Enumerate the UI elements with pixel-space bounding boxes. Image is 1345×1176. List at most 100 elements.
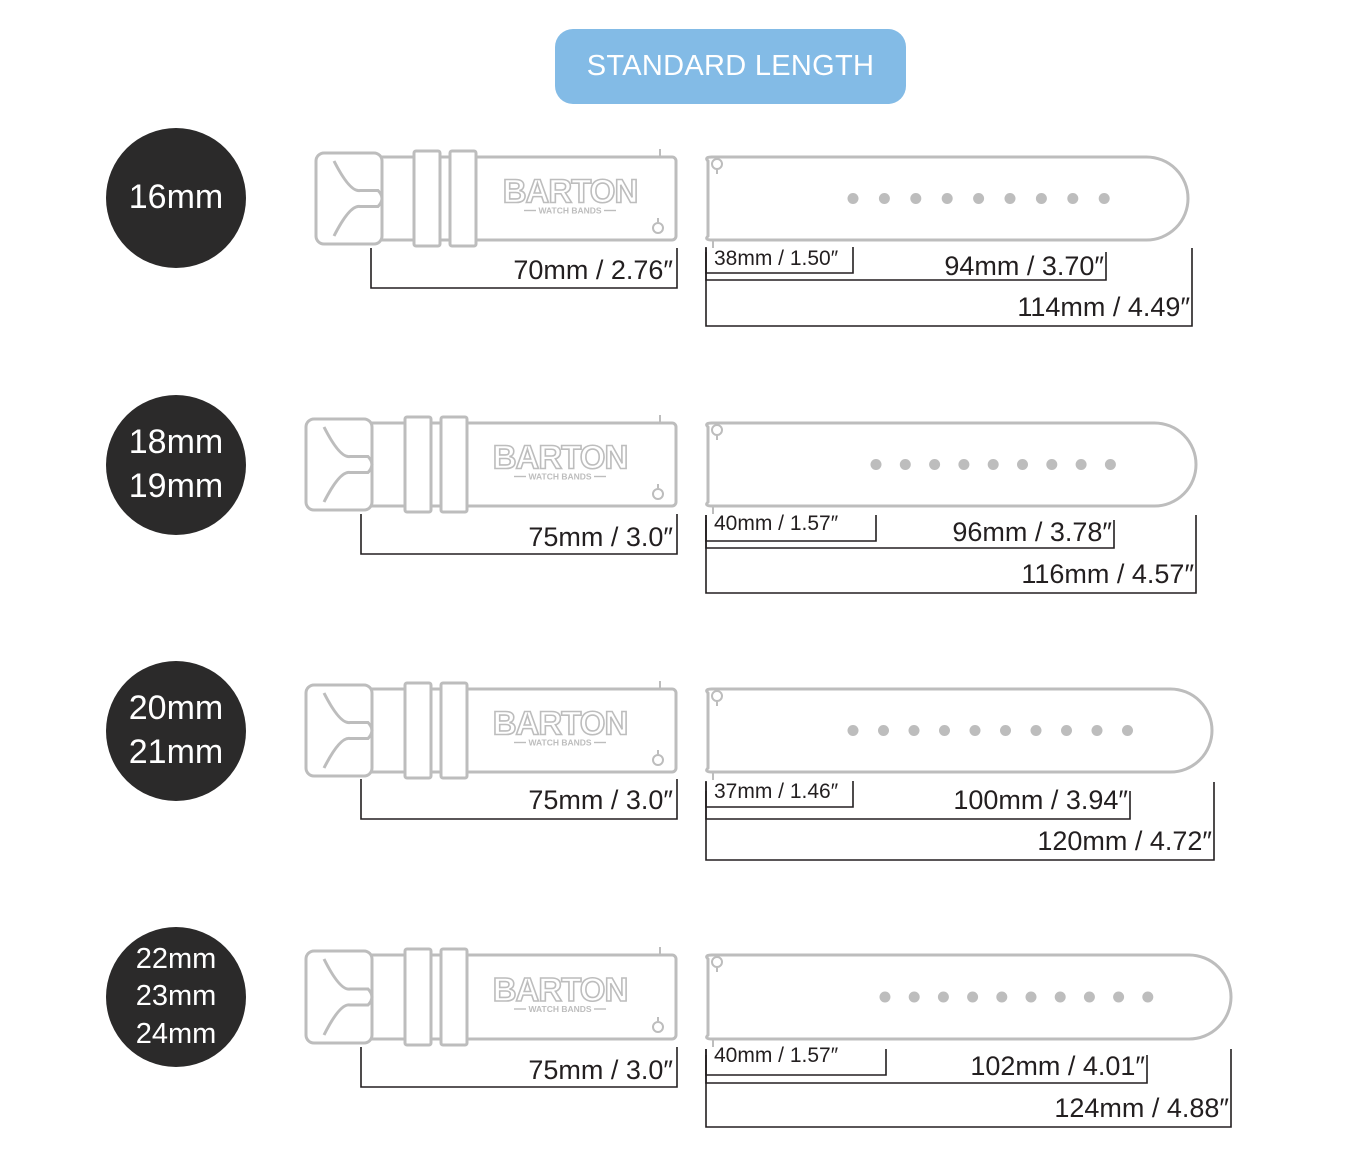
- buckle-tongue: [322, 426, 374, 503]
- strap-hole: [937, 991, 949, 1003]
- holes-strap: [705, 421, 1198, 508]
- brand-logo: BARTON: [503, 173, 638, 210]
- brand-subtitle: WATCH BANDS: [528, 1004, 591, 1014]
- strap-hole: [1046, 459, 1058, 470]
- buckle-frame: [304, 417, 374, 512]
- holes-strap: [705, 155, 1190, 242]
- strap-hole: [1113, 991, 1125, 1003]
- strap-hole: [1091, 725, 1103, 736]
- brand-logo: BARTON: [493, 971, 628, 1008]
- brand-logo: BARTON: [493, 705, 628, 742]
- strap-hole: [879, 991, 891, 1003]
- size-label: 19mm: [128, 467, 224, 505]
- size-label: 18mm: [128, 423, 224, 462]
- tip-length-label: 40mm / 1.57″: [714, 1044, 839, 1067]
- strap-hole: [1030, 725, 1042, 736]
- strap-hole: [870, 459, 882, 470]
- buckle-tongue: [322, 692, 374, 769]
- keeper-loop: [403, 947, 433, 1047]
- size-label: 24mm: [135, 1017, 217, 1050]
- buckle-length-bracket: [360, 1047, 678, 1088]
- quick-release-pin-icon: [652, 1021, 664, 1033]
- total-length-bracket: [705, 1049, 1232, 1128]
- tip-length-label: 37mm / 1.46″: [714, 780, 839, 803]
- strap-hole: [1035, 193, 1047, 204]
- strap-hole: [1017, 459, 1028, 470]
- buckle-frame: [314, 151, 384, 246]
- size-circle: 18mm 19mm: [106, 395, 246, 535]
- buckle-frame: [304, 683, 374, 778]
- strap-hole: [878, 193, 890, 204]
- strap-hole: [878, 725, 889, 736]
- strap-hole: [1000, 725, 1011, 736]
- quick-release-pin-icon: [711, 424, 723, 436]
- total-length-label: 114mm / 4.49″: [1017, 292, 1190, 322]
- strap-hole: [1061, 725, 1072, 736]
- quick-release-pin-icon: [652, 754, 664, 766]
- total-length-label: 124mm / 4.88″: [1054, 1093, 1229, 1123]
- strap-hole: [969, 725, 981, 736]
- buckle-frame: [304, 949, 374, 1045]
- size-label: 20mm: [128, 689, 224, 728]
- holes-length-label: 96mm / 3.78″: [952, 517, 1112, 547]
- strap-hole: [973, 193, 985, 204]
- keeper-loop: [448, 149, 478, 248]
- keeper-loop: [403, 681, 433, 780]
- size-label: 21mm: [128, 733, 224, 771]
- total-length-bracket: [705, 248, 1193, 327]
- buckle-length-bracket: [360, 779, 678, 820]
- strap-hole: [967, 991, 979, 1003]
- tip-length-label: 40mm / 1.57″: [714, 512, 839, 535]
- brand-logo: BARTON: [493, 439, 628, 476]
- holes-strap: [705, 687, 1214, 774]
- strap-hole: [910, 193, 922, 204]
- strap-hole: [847, 193, 859, 204]
- holes-strap: [705, 953, 1233, 1041]
- strap-hole: [1083, 991, 1095, 1003]
- strap-hole: [939, 725, 950, 736]
- size-circle: 20mm 21mm: [106, 661, 246, 801]
- strap-hole: [929, 459, 941, 470]
- tip-length-label: 38mm / 1.50″: [714, 247, 839, 270]
- strap-hole: [847, 725, 859, 736]
- quick-release-pin-icon: [711, 690, 723, 702]
- size-label: 22mm: [135, 943, 217, 976]
- keeper-loop: [439, 947, 469, 1047]
- strap-hole: [908, 991, 920, 1003]
- holes-length-label: 94mm / 3.70″: [944, 251, 1104, 281]
- strap-hole: [908, 725, 920, 736]
- buckle-length-label: 75mm / 3.0″: [528, 522, 673, 552]
- standard-length-header: STANDARD LENGTH: [555, 29, 906, 104]
- buckle-length-bracket: [360, 514, 678, 555]
- strap-hole: [1075, 459, 1087, 470]
- quick-release-pin-icon: [652, 488, 664, 500]
- quick-release-pin-icon: [711, 956, 723, 968]
- keeper-loop: [439, 415, 469, 514]
- total-length-label: 120mm / 4.72″: [1037, 826, 1212, 856]
- keeper-loop: [403, 415, 433, 514]
- size-circle: 22mm 23mm 24mm: [106, 927, 246, 1067]
- buckle-length-label: 70mm / 2.76″: [513, 255, 673, 285]
- quick-release-pin-icon: [652, 222, 664, 234]
- strap-hole: [1004, 193, 1016, 204]
- strap-hole: [1104, 459, 1116, 470]
- strap-hole: [1142, 991, 1154, 1003]
- keeper-loop: [412, 149, 442, 248]
- buckle-length-label: 75mm / 3.0″: [528, 1055, 673, 1085]
- size-label: 16mm: [128, 178, 224, 217]
- strap-hole: [1122, 725, 1133, 736]
- size-label: 23mm: [135, 980, 217, 1013]
- total-length-bracket: [705, 515, 1197, 594]
- strap-hole: [1067, 193, 1079, 204]
- brand-subtitle: WATCH BANDS: [528, 472, 591, 482]
- holes-length-label: 100mm / 3.94″: [953, 785, 1128, 815]
- buckle-length-bracket: [370, 248, 678, 289]
- strap-hole: [1025, 991, 1037, 1003]
- brand-subtitle: WATCH BANDS: [538, 206, 601, 216]
- total-length-label: 116mm / 4.57″: [1021, 559, 1194, 589]
- brand-subtitle: WATCH BANDS: [528, 738, 591, 748]
- buckle-tongue: [322, 958, 374, 1036]
- strap-hole: [1054, 991, 1066, 1003]
